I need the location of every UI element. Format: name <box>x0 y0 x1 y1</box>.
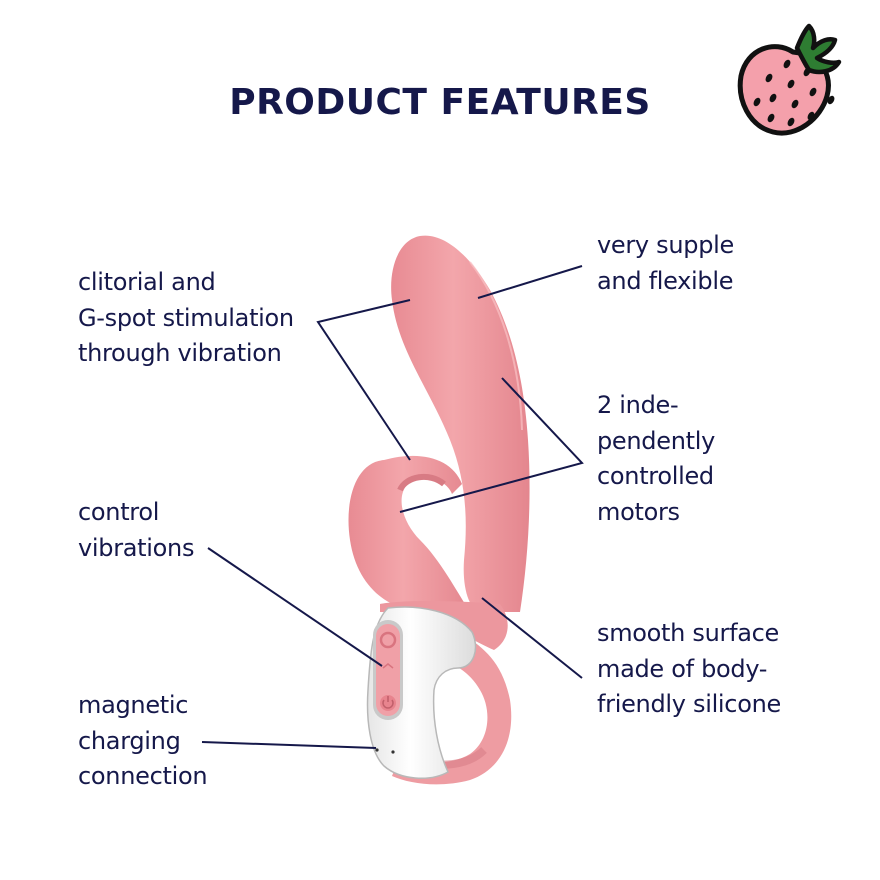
page-title: PRODUCT FEATURES <box>229 82 651 123</box>
label-line: charging <box>78 726 181 755</box>
feature-label-control: control vibrations <box>78 495 194 566</box>
product-image <box>348 235 530 785</box>
label-line: smooth surface <box>597 619 779 647</box>
charging-port-icon <box>391 750 395 754</box>
label-line: made of body- <box>597 654 768 683</box>
feature-label-charging: magnetic charging connection <box>78 688 208 795</box>
label-line: through vibration <box>78 339 282 367</box>
charging-port-icon <box>375 748 379 752</box>
label-line: pendently <box>597 426 716 455</box>
callout-surface <box>481 597 583 679</box>
g-spot-arm <box>391 235 530 612</box>
label-line: vibrations <box>78 533 195 562</box>
label-line: magnetic <box>78 691 189 719</box>
label-line: and flexible <box>597 266 734 295</box>
callout-supple <box>477 265 583 299</box>
label-line: G-spot stimulation <box>78 303 294 332</box>
plus-button-icon[interactable] <box>379 631 397 649</box>
label-line: motors <box>597 497 680 526</box>
finger-ring <box>392 620 512 785</box>
feature-label-supple: very supple and flexible <box>597 228 734 299</box>
feature-label-motors: 2 inde- pendently controlled motors <box>597 388 715 530</box>
label-line: controlled <box>597 462 714 490</box>
callout-lines <box>201 265 584 749</box>
label-line: friendly silicone <box>597 690 781 718</box>
callout-control <box>207 547 383 667</box>
callout-stimulation <box>316 299 411 461</box>
label-line: 2 inde- <box>597 391 679 419</box>
strawberry-icon <box>737 23 842 136</box>
label-line: clitorial and <box>78 268 216 296</box>
mode-button-icon[interactable] <box>382 663 394 669</box>
clitoral-loop <box>348 455 470 612</box>
callout-charging <box>201 741 377 749</box>
callout-motors <box>399 377 584 513</box>
control-buttons[interactable] <box>379 631 397 711</box>
label-line: very supple <box>597 231 734 259</box>
label-line: control <box>78 498 160 526</box>
feature-label-surface: smooth surface made of body- friendly si… <box>597 616 781 723</box>
feature-label-stimulation: clitorial and G-spot stimulation through… <box>78 265 294 372</box>
label-line: connection <box>78 762 208 790</box>
